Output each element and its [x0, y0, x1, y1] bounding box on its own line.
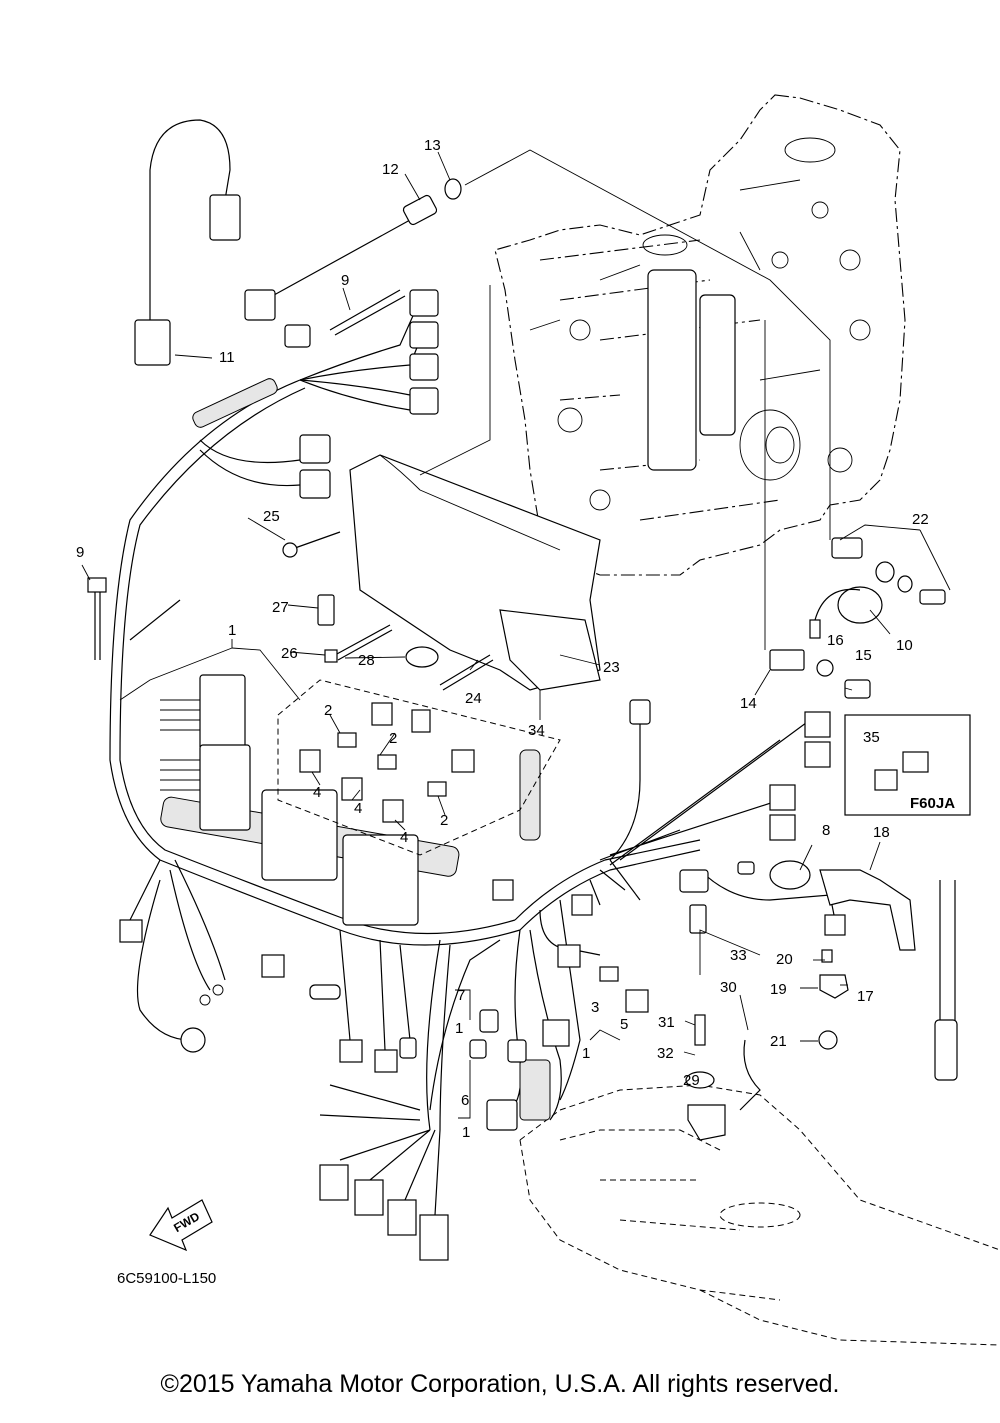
callout-16: 16	[827, 632, 844, 649]
engine-block-outline	[494, 94, 906, 576]
leader-lines	[81, 149, 951, 1119]
callout-17: 17	[857, 988, 874, 1005]
callout-2: 2	[440, 812, 448, 829]
callout-5: 5	[620, 1016, 628, 1033]
callout-20: 20	[776, 951, 793, 968]
callout-9: 9	[76, 544, 84, 561]
callout-32: 32	[657, 1045, 674, 1062]
callout-1: 1	[455, 1020, 463, 1037]
callout-31: 31	[658, 1014, 675, 1031]
callout-12: 12	[382, 161, 399, 178]
callout-13: 13	[424, 137, 441, 154]
copyright-notice: ©2015 Yamaha Motor Corporation, U.S.A. A…	[160, 1370, 840, 1398]
callout-3: 3	[591, 999, 599, 1016]
callout-10: 10	[896, 637, 913, 654]
callout-35: 35	[863, 729, 880, 746]
callout-15: 15	[855, 647, 872, 664]
callouts: 1 1 1 1 2 2 2 3 4 4 4 5 6 7 8 9 9 10 11 …	[76, 137, 929, 1141]
callout-6: 6	[461, 1092, 469, 1109]
callout-22: 22	[912, 511, 929, 528]
callout-19: 19	[770, 981, 787, 998]
callout-27: 27	[272, 599, 289, 616]
callout-2: 2	[389, 730, 397, 747]
connectors	[87, 119, 971, 1261]
callout-9: 9	[341, 272, 349, 289]
callout-4: 4	[400, 829, 408, 846]
callout-2: 2	[324, 702, 332, 719]
callout-23: 23	[603, 659, 620, 676]
callout-28: 28	[358, 652, 375, 669]
callout-14: 14	[740, 695, 757, 712]
callout-4: 4	[313, 784, 321, 801]
callout-33: 33	[730, 947, 747, 964]
callout-11: 11	[219, 349, 235, 366]
callout-29: 29	[683, 1072, 700, 1089]
callout-30: 30	[720, 979, 737, 996]
callout-1: 1	[462, 1124, 470, 1141]
part-code: 6C59100-L150	[117, 1270, 216, 1287]
callout-18: 18	[873, 824, 890, 841]
callout-4: 4	[354, 800, 362, 817]
callout-24: 24	[465, 690, 482, 707]
callout-26: 26	[281, 645, 298, 662]
inset-label: F60JA	[910, 795, 955, 812]
callout-1: 1	[582, 1045, 590, 1062]
callout-1: 1	[228, 622, 236, 639]
callout-25: 25	[263, 508, 280, 525]
callout-7: 7	[457, 987, 465, 1004]
callout-8: 8	[822, 822, 830, 839]
callout-21: 21	[770, 1033, 787, 1050]
lower-case-outline	[519, 1084, 1000, 1346]
callout-34: 34	[528, 722, 545, 739]
